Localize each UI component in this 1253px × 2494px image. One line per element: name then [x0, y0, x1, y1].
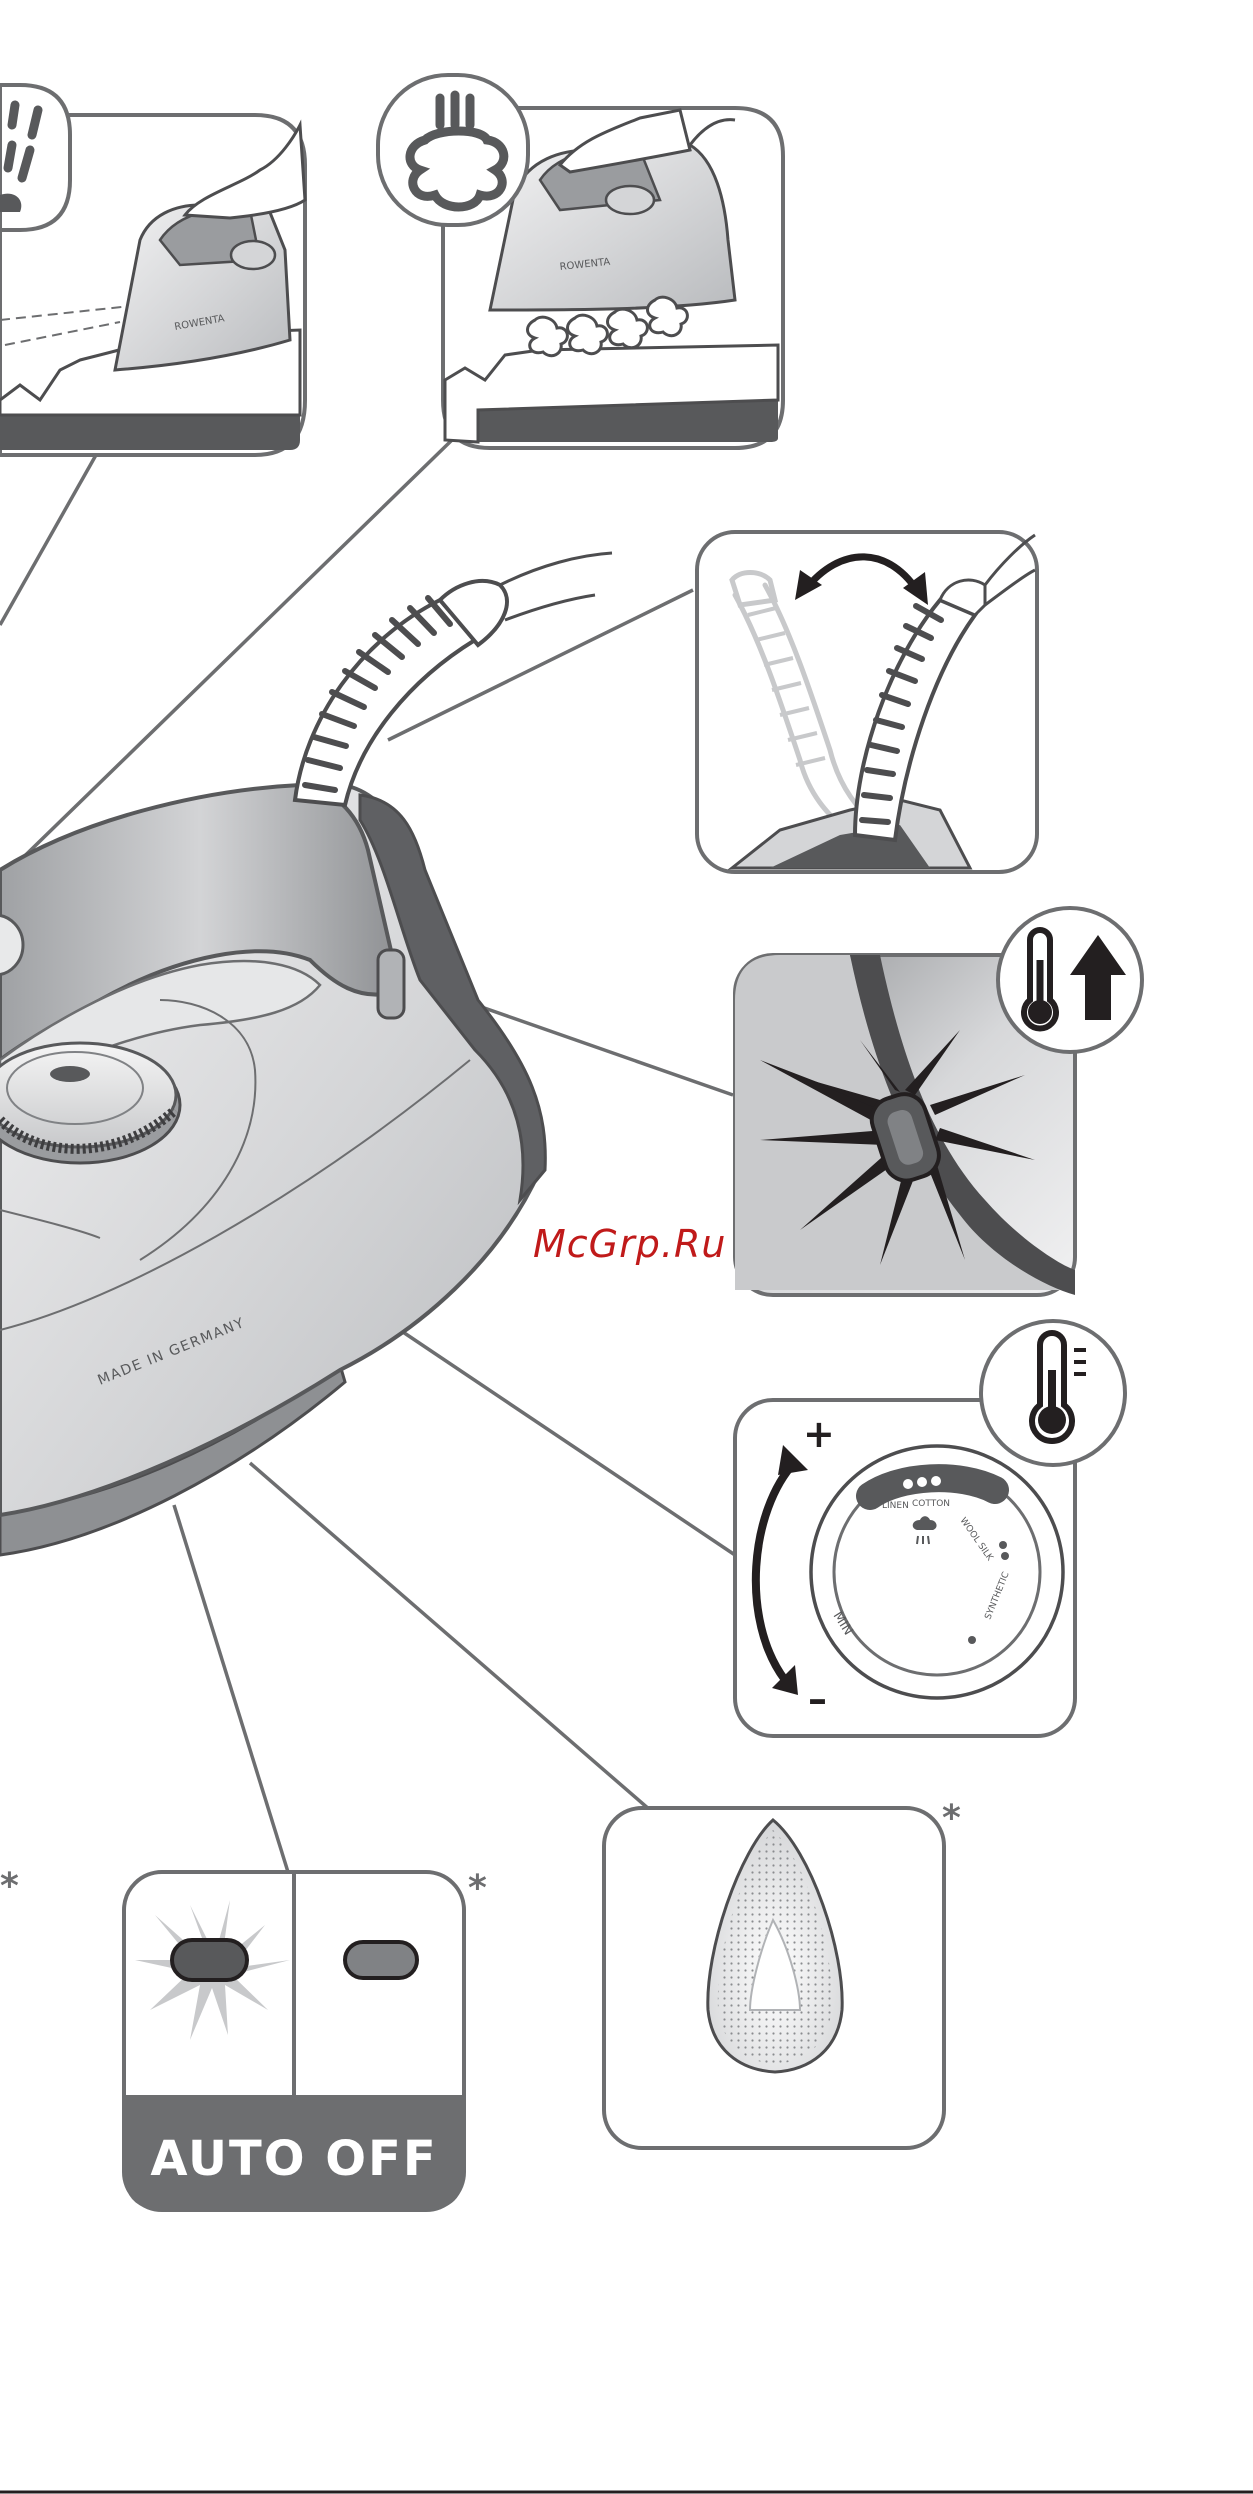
auto-off-asterisk: *: [468, 1868, 487, 1909]
iron-thermostat-light: [378, 950, 404, 1018]
auto-off-light-off: [345, 1942, 417, 1978]
left-asterisk: *: [0, 1866, 19, 1907]
spray-icon: [0, 85, 70, 230]
callout-line-spray: [0, 455, 96, 625]
svg-text:COTTON: COTTON: [912, 1499, 950, 1509]
spray-panel: ROWENTA: [0, 85, 305, 455]
thermometer-icon: [981, 1321, 1125, 1465]
iron-temperature-dial: [0, 1043, 180, 1163]
svg-text:LINEN: LINEN: [882, 1501, 909, 1511]
dial-minus-sign: –: [808, 1677, 827, 1721]
heating-light-panel: [735, 908, 1142, 1295]
dial-plus-sign: +: [803, 1412, 835, 1456]
steam-panel: ROWENTA: [378, 75, 783, 448]
watermark-text: McGrp.Ru: [533, 1222, 726, 1266]
iron-cord-guard: [295, 553, 612, 805]
temperature-rising-icon: [998, 908, 1142, 1052]
auto-off-label: AUTO OFF: [150, 2131, 437, 2187]
steam-burst-icon: [378, 75, 528, 225]
callout-line-autooff: [174, 1505, 288, 1872]
auto-off-panel: AUTO OFF *: [124, 1868, 487, 2210]
iron-main-illustration: MADE IN GERMANY: [0, 553, 612, 1555]
soleplate-panel: *: [604, 1798, 961, 2148]
callout-line-dial: [385, 1320, 735, 1555]
cord-pivot-panel: [697, 532, 1037, 872]
callout-line-sole: [250, 1463, 650, 1810]
temperature-dial-panel: LINEN COTTON WOOL SILK SYNTHETIC MIN + –: [735, 1321, 1125, 1736]
soleplate-asterisk: *: [942, 1798, 961, 1839]
